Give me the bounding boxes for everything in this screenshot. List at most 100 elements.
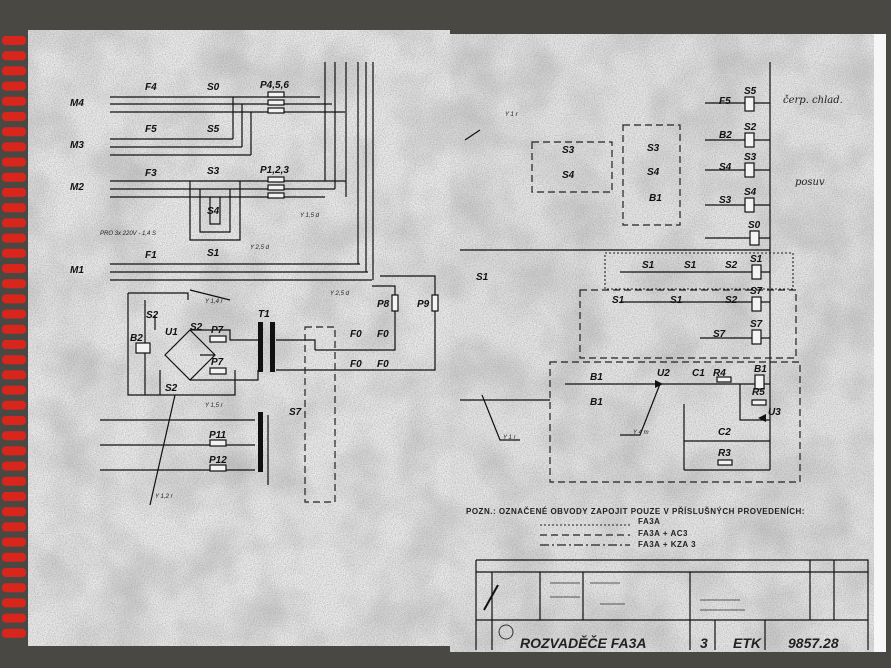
binding-ring (2, 507, 26, 517)
wire-label: Y 1,5 d (300, 213, 320, 219)
binding-ring (2, 492, 26, 501)
legend-fa3a: FA3A (638, 517, 660, 526)
binding-ring (2, 355, 26, 365)
u3-label: U3 (768, 407, 781, 418)
contactor-s5-label: S5 (207, 124, 220, 135)
u1-label: U1 (165, 327, 178, 338)
binding-ring (2, 628, 26, 638)
line-style-legend: FA3A FA3A + AC3 FA3A + KZA 3 (540, 517, 696, 549)
contact-label: S1 (684, 260, 697, 271)
binding-ring (2, 476, 26, 486)
r5-label: R5 (752, 387, 765, 398)
s7-label: S7 (289, 407, 302, 418)
left-sheet (28, 30, 450, 646)
contactor-s1-label: S1 (207, 248, 220, 259)
sheet-number: 3 (700, 635, 708, 651)
b2-label: B2 (130, 333, 143, 344)
legend-fa3a-ac3: FA3A + AC3 (638, 529, 688, 538)
wire-label: PRO 3x 220V - 1,4 S (100, 231, 156, 237)
binding-ring (2, 309, 26, 319)
contact-label: S3 (647, 143, 660, 154)
right-sheet (450, 34, 886, 652)
motor-m4-label: M4 (70, 98, 84, 109)
contact-label: S1 (476, 272, 489, 283)
binding-ring (2, 264, 26, 273)
r4-label: R4 (713, 368, 726, 379)
plug-blocks (135, 91, 439, 472)
contactor-s3-label: S3 (207, 166, 220, 177)
contact-label: S4 (562, 170, 575, 181)
drawing-title: ROZVADĚČE FA3A (520, 634, 647, 651)
binding-ring (2, 112, 26, 121)
p7-label: P7 (211, 325, 224, 336)
f0-label: F0 (377, 359, 389, 370)
c2-label: C2 (718, 427, 731, 438)
relay-b1-label: B1 (754, 364, 767, 375)
relay-s3-label: S3 (744, 152, 757, 163)
binding-ring (2, 294, 26, 304)
f0-label: F0 (350, 359, 362, 370)
contact-label: S1 (642, 260, 655, 271)
contact-label: B1 (649, 193, 662, 204)
contact-label: S2 (725, 295, 738, 306)
plugs-p456-label: P4,5,6 (260, 80, 289, 91)
binding-ring (2, 568, 26, 577)
right-wiring (460, 62, 771, 471)
drawing-code: ETK (733, 635, 762, 651)
contact-label: S7 (713, 329, 726, 340)
contact-label: S4 (719, 162, 732, 173)
right-dashed-boxes (531, 124, 801, 483)
relay-s2-label: S2 (744, 122, 757, 133)
drawing-number: 9857.28 (788, 635, 839, 651)
handwritten-note-pump: čerp. chlad. (783, 95, 843, 106)
binding-ring (2, 96, 26, 106)
p7-label: P7 (211, 357, 224, 368)
binding-ring (2, 613, 26, 623)
binding-ring (2, 537, 26, 547)
binding-ring (2, 583, 26, 593)
binding-ring (2, 385, 26, 395)
binding-ring (2, 157, 26, 167)
note-text: POZN.: OZNAČENÉ OBVODY ZAPOJIT POUZE V P… (466, 507, 805, 516)
p12-label: P12 (209, 455, 227, 466)
left-wiring (100, 62, 436, 506)
contact-label: S1 (612, 295, 625, 306)
wire-label: Y 2,5 d (330, 291, 350, 297)
contact-label: S2 (725, 260, 738, 271)
s2-label: S2 (146, 310, 159, 321)
contact-label: B1 (590, 372, 603, 383)
s2-label: S2 (190, 322, 203, 333)
wire-label: Y 1,5 r (205, 403, 224, 409)
binding-ring (2, 142, 26, 152)
contact-label: F5 (719, 96, 731, 107)
binding-ring (2, 279, 26, 289)
binding-ring (2, 36, 26, 45)
wire-label: Y 2,5 d (250, 245, 270, 251)
relay-s7-label: S7 (750, 286, 763, 297)
s2-label: S2 (165, 383, 178, 394)
t1-label: T1 (258, 309, 270, 320)
contact-label: S4 (647, 167, 660, 178)
binding-ring (2, 552, 26, 562)
relay-s4-label: S4 (744, 187, 757, 198)
binding-ring (2, 461, 26, 471)
binding-ring (2, 431, 26, 441)
f0-label: F0 (350, 329, 362, 340)
binding-ring (2, 400, 26, 410)
wire-label: Y 1,2 r (155, 494, 174, 500)
binding-ring (2, 172, 26, 182)
contact-label: B2 (719, 130, 732, 141)
left-labels: M4 M3 M2 M1 F4 F5 F3 F1 S0 S5 S3 S4 S1 P… (70, 80, 430, 500)
relay-s5-label: S5 (744, 86, 757, 97)
wire-label: Y 1 r (505, 112, 519, 118)
f0-label: F0 (377, 329, 389, 340)
relay-coils (655, 96, 767, 466)
binding-ring (2, 233, 26, 243)
contactor-s4-label: S4 (207, 206, 220, 217)
fuse-f1-label: F1 (145, 250, 157, 261)
contact-label: B1 (590, 397, 603, 408)
title-block: ROZVADĚČE FA3A 3 ETK 9857.28 (475, 559, 869, 651)
wire-label: Y 4 m (633, 430, 649, 436)
fuse-f3-label: F3 (145, 168, 157, 179)
